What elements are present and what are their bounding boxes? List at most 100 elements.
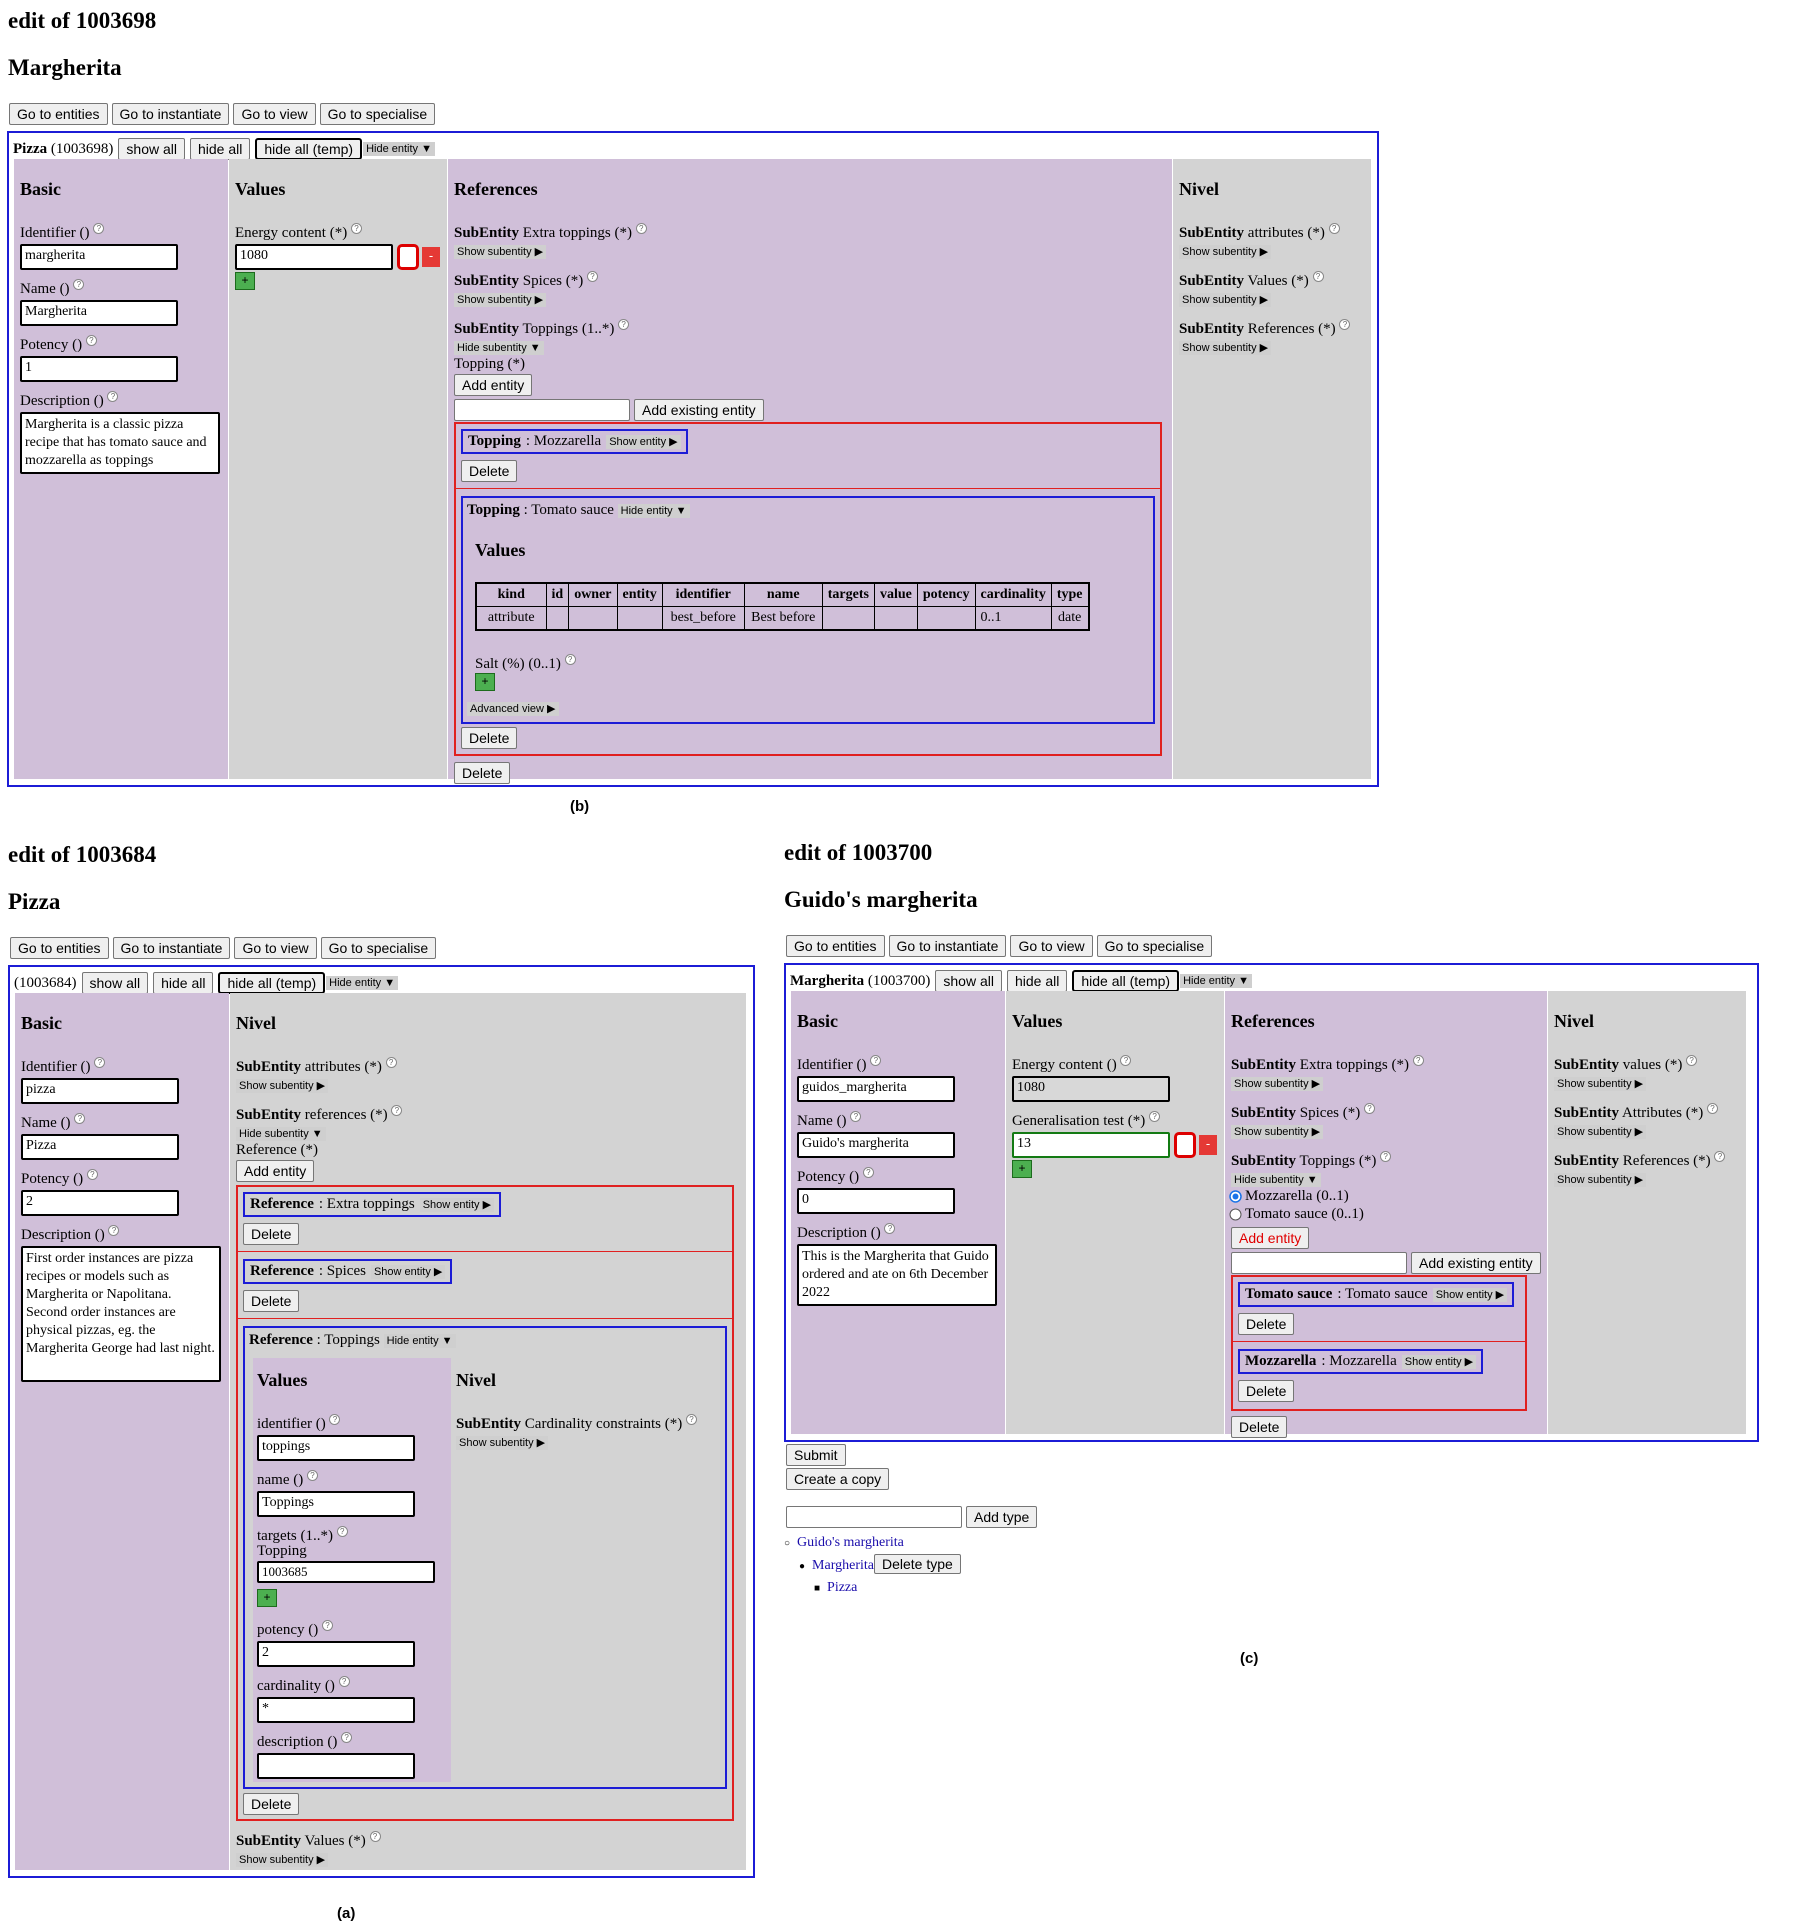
delete-button[interactable]: Delete <box>243 1793 300 1815</box>
cardinality-input[interactable]: * <box>257 1697 415 1723</box>
hide-all-button[interactable]: hide all <box>153 972 214 994</box>
hide-all-button[interactable]: hide all <box>190 138 251 160</box>
add-existing-entity-button[interactable]: Add existing entity <box>1411 1252 1541 1274</box>
go-to-entities-button[interactable]: Go to entities <box>786 935 885 957</box>
delete-button[interactable]: Delete <box>1238 1380 1295 1402</box>
add-entity-button[interactable]: Add entity <box>454 374 533 396</box>
submit-button[interactable]: Submit <box>786 1444 846 1466</box>
go-to-view-button[interactable]: Go to view <box>233 103 316 125</box>
show-subentity-toggle[interactable]: Show subentity ▶ <box>1554 1173 1647 1187</box>
go-to-specialise-button[interactable]: Go to specialise <box>319 103 436 125</box>
identifier-input[interactable]: pizza <box>21 1078 179 1104</box>
description-textarea[interactable]: This is the Margherita that Guido ordere… <box>797 1244 997 1306</box>
advanced-view-toggle[interactable]: Advanced view ▶ <box>467 702 559 716</box>
existing-entity-input[interactable] <box>1231 1252 1407 1274</box>
go-to-specialise-button[interactable]: Go to specialise <box>320 937 437 959</box>
hide-subentity-toggle[interactable]: Hide subentity ▼ <box>454 341 544 355</box>
hide-entity-toggle[interactable]: Hide entity ▼ <box>1180 974 1252 988</box>
hide-entity-toggle[interactable]: Hide entity ▼ <box>383 1334 456 1348</box>
targets-input[interactable]: 1003685 <box>257 1561 435 1583</box>
potency-input[interactable]: 2 <box>21 1190 179 1216</box>
name-input[interactable]: Pizza <box>21 1134 179 1160</box>
description-textarea[interactable]: Margherita is a classic pizza recipe tha… <box>20 412 220 474</box>
go-to-view-button[interactable]: Go to view <box>234 937 317 959</box>
add-type-input[interactable] <box>786 1506 962 1528</box>
create-copy-button[interactable]: Create a copy <box>786 1468 890 1490</box>
identifier-input[interactable]: toppings <box>257 1435 415 1461</box>
potency-input[interactable]: 1 <box>20 356 178 382</box>
show-subentity-toggle[interactable]: Show subentity ▶ <box>1554 1077 1647 1091</box>
value-slot-box[interactable] <box>397 244 419 270</box>
hide-entity-toggle[interactable]: Hide entity ▼ <box>617 504 690 518</box>
hide-subentity-toggle[interactable]: Hide subentity ▼ <box>1231 1173 1321 1187</box>
description-textarea[interactable]: First order instances are pizza recipes … <box>21 1246 221 1382</box>
go-to-entities-button[interactable]: Go to entities <box>10 937 109 959</box>
show-subentity-toggle[interactable]: Show subentity ▶ <box>236 1079 329 1093</box>
hide-all-temp-button[interactable]: hide all (temp) <box>1072 970 1180 992</box>
go-to-entities-button[interactable]: Go to entities <box>9 103 108 125</box>
identifier-input[interactable]: margherita <box>20 244 178 270</box>
radio-selected-icon[interactable] <box>1229 1190 1242 1203</box>
delete-button[interactable]: Delete <box>1231 1416 1288 1438</box>
delete-button[interactable]: Delete <box>1238 1313 1295 1335</box>
name-input[interactable]: Margherita <box>20 300 178 326</box>
delete-type-button[interactable]: Delete type <box>874 1554 961 1574</box>
show-subentity-toggle[interactable]: Show subentity ▶ <box>454 293 547 307</box>
go-to-instantiate-button[interactable]: Go to instantiate <box>112 937 231 959</box>
delete-button[interactable]: Delete <box>243 1290 300 1312</box>
add-value-button[interactable]: + <box>235 272 255 290</box>
remove-value-button[interactable]: - <box>422 247 440 267</box>
tree-link-margherita[interactable]: Margherita <box>812 1558 874 1573</box>
existing-entity-input[interactable] <box>454 399 630 421</box>
value-slot-box[interactable] <box>1174 1132 1196 1158</box>
potency-input[interactable]: 2 <box>257 1641 415 1667</box>
name-input[interactable]: Guido's margherita <box>797 1132 955 1158</box>
hide-all-button[interactable]: hide all <box>1006 970 1068 992</box>
show-subentity-toggle[interactable]: Show subentity ▶ <box>1231 1077 1324 1091</box>
remove-value-button[interactable]: - <box>1199 1135 1217 1155</box>
generalisation-test-input[interactable]: 13 <box>1012 1132 1170 1158</box>
hide-subentity-toggle[interactable]: Hide subentity ▼ <box>236 1127 326 1141</box>
delete-button[interactable]: Delete <box>243 1223 300 1245</box>
go-to-specialise-button[interactable]: Go to specialise <box>1096 935 1213 957</box>
show-subentity-toggle[interactable]: Show subentity ▶ <box>1231 1125 1324 1139</box>
show-subentity-toggle[interactable]: Show subentity ▶ <box>1554 1125 1647 1139</box>
delete-button[interactable]: Delete <box>461 460 518 482</box>
show-entity-toggle[interactable]: Show entity ▶ <box>606 434 681 449</box>
show-subentity-toggle[interactable]: Show subentity ▶ <box>1179 341 1272 355</box>
name-input[interactable]: Toppings <box>257 1491 415 1517</box>
show-entity-toggle[interactable]: Show entity ▶ <box>1432 1287 1508 1302</box>
delete-button[interactable]: Delete <box>454 762 511 784</box>
energy-content-input[interactable]: 1080 <box>235 244 393 270</box>
show-subentity-toggle[interactable]: Show subentity ▶ <box>454 245 547 259</box>
show-all-button[interactable]: show all <box>935 970 1002 992</box>
tree-link-pizza[interactable]: Pizza <box>827 1580 858 1595</box>
delete-button[interactable]: Delete <box>461 727 518 749</box>
go-to-view-button[interactable]: Go to view <box>1010 935 1093 957</box>
add-value-button[interactable]: + <box>1012 1160 1032 1178</box>
show-entity-toggle[interactable]: Show entity ▶ <box>1401 1354 1477 1369</box>
go-to-instantiate-button[interactable]: Go to instantiate <box>888 935 1007 957</box>
add-value-button[interactable]: + <box>475 673 495 691</box>
radio-unselected-icon[interactable] <box>1229 1208 1242 1221</box>
show-all-button[interactable]: show all <box>81 972 149 994</box>
potency-input[interactable]: 0 <box>797 1188 955 1214</box>
add-existing-entity-button[interactable]: Add existing entity <box>634 399 764 421</box>
show-subentity-toggle[interactable]: Show subentity ▶ <box>1179 245 1272 259</box>
radio-mozzarella[interactable]: Mozzarella (0..1) <box>1229 1188 1349 1205</box>
hide-all-temp-button[interactable]: hide all (temp) <box>255 138 363 160</box>
add-target-button[interactable]: + <box>257 1589 277 1607</box>
radio-tomato-sauce[interactable]: Tomato sauce (0..1) <box>1229 1206 1364 1223</box>
add-entity-button[interactable]: Add entity <box>1231 1227 1310 1249</box>
hide-all-temp-button[interactable]: hide all (temp) <box>218 972 326 994</box>
hide-entity-toggle[interactable]: Hide entity ▼ <box>326 976 399 990</box>
show-subentity-toggle[interactable]: Show subentity ▶ <box>1179 293 1272 307</box>
show-subentity-toggle[interactable]: Show subentity ▶ <box>456 1436 549 1450</box>
go-to-instantiate-button[interactable]: Go to instantiate <box>111 103 230 125</box>
description-input[interactable] <box>257 1753 415 1779</box>
hide-entity-toggle[interactable]: Hide entity ▼ <box>363 142 435 156</box>
identifier-input[interactable]: guidos_margherita <box>797 1076 955 1102</box>
show-all-button[interactable]: show all <box>118 138 185 160</box>
add-type-button[interactable]: Add type <box>966 1506 1038 1528</box>
tree-link-guidos-margherita[interactable]: Guido's margherita <box>797 1535 904 1550</box>
